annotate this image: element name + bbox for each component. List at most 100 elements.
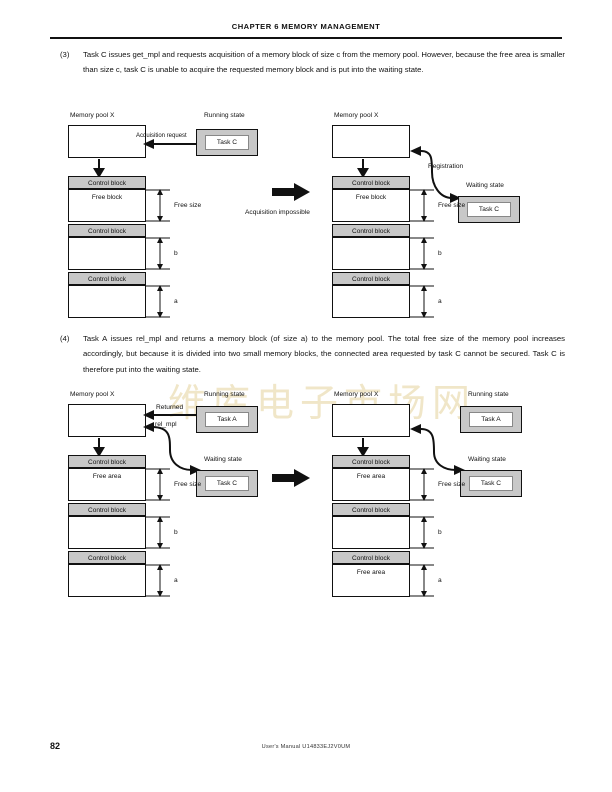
fig3-left-size-a-label: a — [174, 298, 178, 305]
fig3-left-dim2-arrow-down — [157, 264, 163, 270]
fig4-right-waiting-caption: Waiting state — [468, 456, 506, 463]
fig3-right-dim3-arrow-down — [421, 312, 427, 318]
paragraph-3: (3) Task C issues get_mpl and requests a… — [60, 47, 565, 78]
fig3-right-waiting-taskbox: Task C — [458, 196, 520, 223]
fig4-left-waiting-taskbox: Task C — [196, 470, 258, 497]
fig4-left-memory-block-2 — [68, 516, 146, 549]
fig3-left-dim3-arrow-down — [157, 312, 163, 318]
fig3-right-pool-header-box — [332, 125, 410, 158]
fig4-relmpl-arrowhead — [190, 465, 201, 475]
fig3-right-waiting-caption: Waiting state — [466, 182, 504, 189]
fig4-relmpl-tail-arrowhead — [143, 422, 154, 432]
fig3-right-dim3-arrow-up — [421, 285, 427, 291]
fig4-right-control-block-2: Control block — [332, 503, 410, 516]
page-number: 82 — [50, 741, 61, 751]
fig4-left-dim1-arrow-up — [157, 468, 163, 474]
fig3-left-size-b-label: b — [174, 250, 178, 257]
fig4-left-memory-block-1-label: Free area — [92, 473, 122, 480]
fig3-right-control-block-1: Control block — [332, 176, 410, 189]
fig3-left-dim1-arrow-down — [157, 216, 163, 222]
fig4-left-dim3-arrow-down — [157, 591, 163, 597]
fig4-left-waiting-task-label: Task C — [205, 476, 249, 491]
fig3-registration-tail-arrowhead — [410, 146, 421, 156]
fig3-right-dim1-arrow-down — [421, 216, 427, 222]
paragraph-4: (4) Task A issues rel_mpl and returns a … — [60, 331, 565, 377]
fig4-left-dim2-arrow-up — [157, 516, 163, 522]
fig4-left-size-a-label: a — [174, 577, 178, 584]
fig4-left-memory-block-3 — [68, 564, 146, 597]
fig4-left-control-block-3: Control block — [68, 551, 146, 564]
fig4-right-running-task-label: Task A — [469, 412, 513, 427]
fig3-right-size-b-label: b — [438, 250, 442, 257]
fig4-relmpl-curve — [151, 426, 193, 471]
fig3-right-down-arrowhead — [357, 168, 369, 178]
fig4-left-pool-header-box — [68, 404, 146, 437]
fig4-right-curve-arrowhead — [454, 465, 465, 475]
fig4-right-dim3-arrow-up — [421, 564, 427, 570]
fig4-left-dim2-arrow-down — [157, 543, 163, 549]
fig3-right-memory-block-1-label: Free block — [355, 194, 387, 201]
fig4-right-dim2-arrow-up — [421, 516, 427, 522]
fig4-left-size-b-label: b — [174, 529, 178, 536]
fig3-right-memory-block-3 — [332, 285, 410, 318]
fig4-relmpl-label: rel_mpl — [155, 421, 177, 428]
fig4-left-waiting-caption: Waiting state — [204, 456, 242, 463]
fig4-left-memory-block-1: Free area — [68, 468, 146, 501]
fig3-left-free-size-label: Free size — [174, 202, 202, 209]
fig3-left-pool-caption: Memory pool X — [70, 112, 115, 119]
fig3-right-dim1-arrow-up — [421, 189, 427, 195]
fig4-left-down-arrowhead — [93, 447, 105, 457]
fig3-registration-arrowhead — [450, 193, 461, 203]
fig4-right-curve — [420, 428, 457, 471]
fig4-right-control-block-3: Control block — [332, 551, 410, 564]
fig3-left-pool-header-box — [68, 125, 146, 158]
fig4-right-pool-header-box — [332, 404, 410, 437]
fig4-left-control-block-1: Control block — [68, 455, 146, 468]
fig4-right-memory-block-1: Free area — [332, 468, 410, 501]
fig4-left-running-taskbox: Task A — [196, 406, 258, 433]
fig4-right-size-b-label: b — [438, 529, 442, 536]
fig4-left-dim3-arrow-up — [157, 564, 163, 570]
fig4-left-control-block-2: Control block — [68, 503, 146, 516]
fig4-returned-label: Returned — [156, 404, 184, 411]
header-rule — [50, 37, 562, 39]
fig3-left-memory-block-3 — [68, 285, 146, 318]
fig4-returned-arrowhead — [143, 410, 154, 420]
fig4-right-pool-caption: Memory pool X — [334, 391, 379, 398]
fig4-transition-arrowhead — [294, 469, 310, 487]
fig3-transition-label: Acquisition impossible — [245, 209, 310, 216]
fig3-right-free-size-label: Free size — [438, 202, 466, 209]
fig3-acquisition-arrowhead — [143, 139, 154, 149]
fig4-right-running-caption: Running state — [468, 391, 509, 398]
fig4-right-control-block-1: Control block — [332, 455, 410, 468]
fig4-right-down-arrowhead — [357, 447, 369, 457]
fig3-transition-arrowhead — [294, 183, 310, 201]
fig4-right-curve-tail-arrowhead — [410, 424, 421, 434]
fig3-left-control-block-1: Control block — [68, 176, 146, 189]
fig3-right-memory-block-1: Free block — [332, 189, 410, 222]
fig4-right-free-size-label: Free size — [438, 481, 466, 488]
paragraph-4-number: (4) — [60, 334, 70, 343]
fig3-left-dim2-arrow-up — [157, 237, 163, 243]
fig4-right-dim1-arrow-down — [421, 495, 427, 501]
fig3-right-memory-block-2 — [332, 237, 410, 270]
fig3-left-running-taskbox: Task C — [196, 129, 258, 156]
fig3-left-memory-block-1-label: Free block — [91, 194, 123, 201]
fig4-left-dim1-arrow-down — [157, 495, 163, 501]
fig4-right-memory-block-2 — [332, 516, 410, 549]
fig3-right-control-block-3: Control block — [332, 272, 410, 285]
fig3-left-dim3-arrow-up — [157, 285, 163, 291]
fig3-right-dim2-arrow-down — [421, 264, 427, 270]
fig3-left-running-caption: Running state — [204, 112, 245, 119]
fig4-right-dim1-arrow-up — [421, 468, 427, 474]
fig4-right-memory-block-3-label: Free area — [356, 569, 386, 576]
fig3-right-waiting-task-label: Task C — [467, 202, 511, 217]
fig3-right-size-a-label: a — [438, 298, 442, 305]
fig3-right-control-block-2: Control block — [332, 224, 410, 237]
